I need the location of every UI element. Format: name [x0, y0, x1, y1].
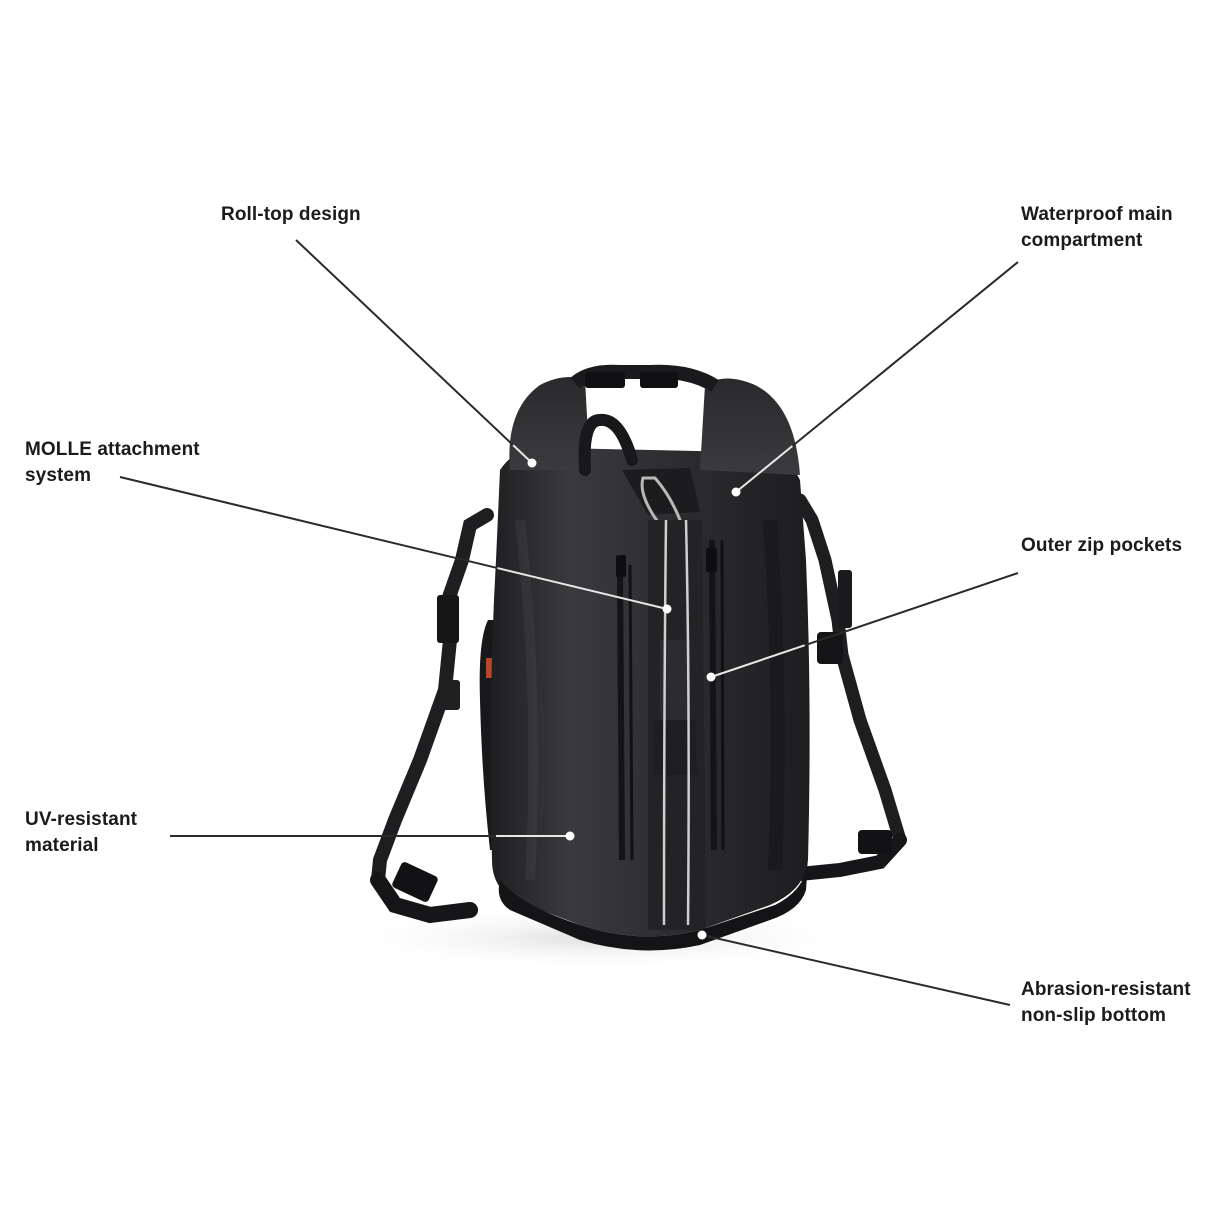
callout-dot-uv-resistant: [565, 831, 575, 841]
grab-handle: [578, 414, 638, 476]
callout-molle-system: MOLLE attachment system: [25, 437, 200, 489]
callout-roll-top: Roll-top design: [221, 202, 361, 228]
leader-line-on-bag-waterproof: [735, 445, 794, 493]
leader-line-abrasion-resistant: [701, 934, 1011, 1006]
callout-abrasion-resistant-bottom: Abrasion-resistant non-slip bottom: [1021, 977, 1191, 1029]
callout-text-line: material: [25, 835, 99, 856]
zip-pocket-right: [706, 539, 725, 851]
bag-bottom: [498, 862, 808, 951]
left-strap-buckle: [437, 595, 459, 643]
left-shoulder-strap: [370, 508, 494, 924]
leader-line-zip-pockets: [804, 572, 1019, 647]
reflective-piping-right: [684, 519, 690, 926]
roll-top-closure: [509, 364, 800, 475]
callout-text-line: UV-resistant: [25, 809, 138, 830]
leader-line-on-bag-zip-pockets: [710, 644, 805, 678]
callout-text-line: compartment: [1021, 230, 1143, 251]
callout-dot-zip-pockets: [706, 672, 716, 682]
callout-text-line: MOLLE attachment: [25, 439, 200, 460]
callout-text-line: non-slip bottom: [1021, 1005, 1167, 1026]
leader-line-on-bag-molle: [497, 567, 668, 610]
right-strap-buckle: [838, 570, 852, 628]
callout-text-line: Roll-top design: [221, 204, 361, 225]
callout-text-line: Outer zip pockets: [1021, 535, 1183, 556]
callout-dot-abrasion-resistant: [697, 930, 707, 940]
right-shoulder-strap: [783, 493, 907, 882]
callout-dot-waterproof: [731, 487, 741, 497]
callout-text-line: Waterproof main: [1021, 204, 1173, 225]
leader-line-roll-top: [295, 239, 514, 446]
reflective-piping-left: [662, 519, 668, 926]
callout-dot-roll-top: [527, 458, 537, 468]
callout-text-line: system: [25, 465, 92, 486]
roll-top-buckle: [585, 372, 625, 388]
leader-line-molle: [119, 476, 498, 570]
callout-text-line: Abrasion-resistant: [1021, 979, 1191, 1000]
callout-uv-resistant-material: UV-resistant material: [25, 807, 137, 859]
zip-pocket-left: [616, 555, 634, 861]
callout-outer-zip-pockets: Outer zip pockets: [1021, 533, 1182, 559]
leader-line-waterproof: [791, 261, 1019, 447]
callout-dot-molle: [662, 604, 672, 614]
leader-lines: [119, 239, 1019, 1006]
brand-tab: [486, 658, 495, 678]
callout-waterproof-compartment: Waterproof main compartment: [1021, 202, 1173, 254]
